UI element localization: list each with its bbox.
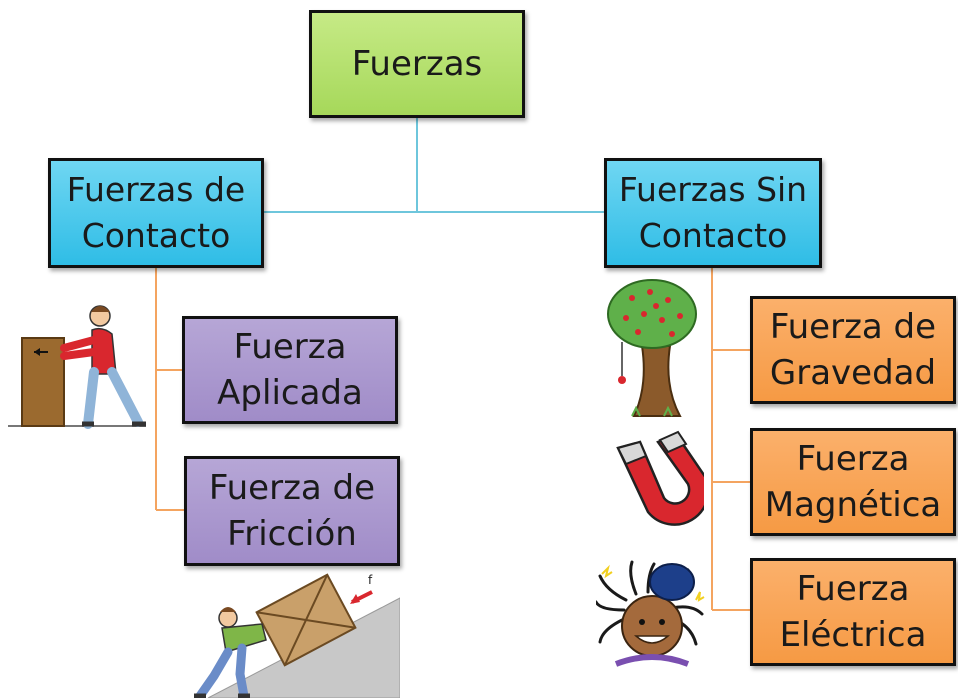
contact-title-line-1: Fuerzas de <box>66 170 246 209</box>
electric-force-line-2: Eléctrica <box>779 615 927 655</box>
noncontact-title-line-2: Contacto <box>638 216 788 255</box>
gravity-force-node: Fuerza de Gravedad <box>750 296 956 404</box>
root-label: Fuerzas <box>351 44 483 84</box>
gravity-force-line-1: Fuerza de <box>769 307 937 347</box>
noncontact-forces-node: Fuerzas Sin Contacto <box>604 158 822 268</box>
noncontact-title-line-1: Fuerzas Sin <box>618 170 808 209</box>
static-hair-illustration <box>596 560 705 667</box>
electric-force-line-1: Fuerza <box>796 569 910 609</box>
contact-forces-node: Fuerzas de Contacto <box>48 158 264 268</box>
magnetic-force-node: Fuerza Magnética <box>750 428 956 536</box>
contact-title-line-2: Contacto <box>81 216 231 255</box>
incline-force-label: f <box>368 573 373 587</box>
root-node: Fuerzas <box>309 10 525 118</box>
magnetic-force-line-2: Magnética <box>764 485 942 525</box>
apple-tree-illustration <box>607 279 697 417</box>
magnetic-force-line-1: Fuerza <box>796 439 910 479</box>
friction-force-node: Fuerza de Fricción <box>184 456 400 566</box>
applied-force-node: Fuerza Aplicada <box>182 316 398 424</box>
applied-force-line-1: Fuerza <box>233 327 347 367</box>
person-pushing-box-illustration <box>8 305 146 429</box>
gravity-force-line-2: Gravedad <box>769 353 937 393</box>
applied-force-line-2: Aplicada <box>217 373 363 413</box>
incline-push-illustration: f <box>194 573 400 698</box>
friction-force-line-2: Fricción <box>227 514 357 554</box>
friction-force-line-1: Fuerza de <box>208 468 376 508</box>
horseshoe-magnet-illustration <box>616 430 704 526</box>
electric-force-node: Fuerza Eléctrica <box>750 558 956 666</box>
